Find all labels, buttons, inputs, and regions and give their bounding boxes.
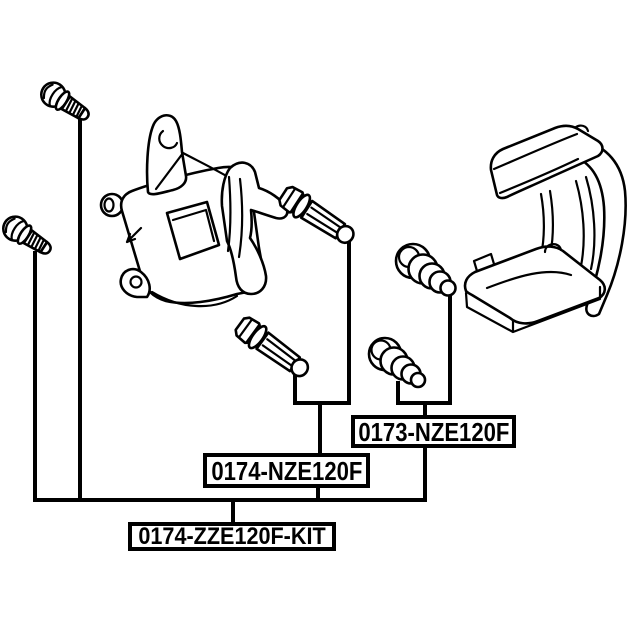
- mounting-bolt-lower-drawing: [1, 215, 52, 255]
- part-label-boot-kit[interactable]: 0173-NZE120F: [351, 415, 516, 448]
- leader-lines: [33, 113, 452, 524]
- guide-pin-boot-lower-drawing: [367, 336, 427, 389]
- guide-pin-upper-drawing: [278, 185, 355, 245]
- part-number-pin-kit: 0174-NZE120F: [210, 455, 363, 486]
- part-label-full-kit[interactable]: 0174-ZZE120F-KIT: [128, 522, 336, 551]
- part-label-pin-kit[interactable]: 0174-NZE120F: [203, 453, 370, 488]
- part-number-full-kit: 0174-ZZE120F-KIT: [138, 522, 326, 550]
- part-number-boot-kit: 0173-NZE120F: [357, 416, 510, 447]
- caliper-mounting-bracket-drawing: [463, 124, 627, 334]
- guide-pin-boot-upper-drawing: [394, 242, 457, 297]
- mounting-bolt-upper-drawing: [39, 81, 90, 121]
- brake-caliper-drawing: [99, 113, 289, 308]
- guide-pin-lower-drawing: [234, 316, 310, 378]
